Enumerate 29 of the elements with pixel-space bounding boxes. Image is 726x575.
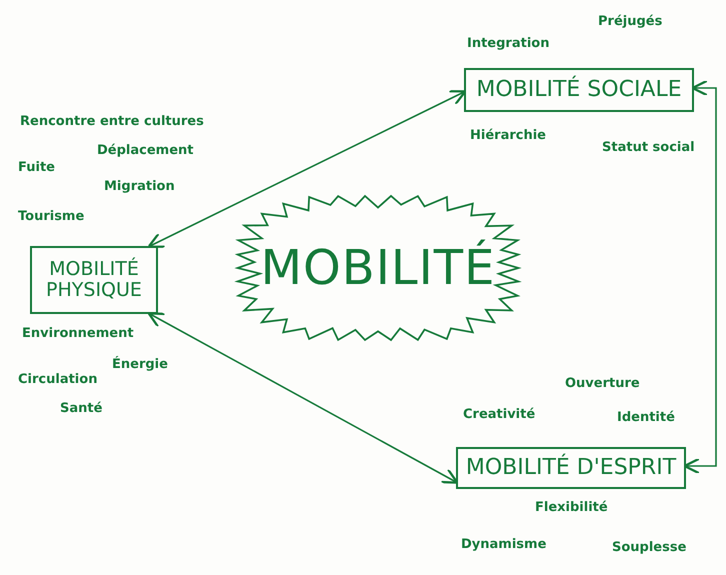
keyword: Hiérarchie bbox=[470, 128, 546, 143]
keyword: Statut social bbox=[602, 140, 695, 155]
keyword: Identité bbox=[617, 410, 675, 425]
topic-box bbox=[456, 447, 686, 489]
keyword: Creativité bbox=[463, 407, 536, 422]
keyword: Environnement bbox=[22, 326, 134, 341]
keyword: Dynamisme bbox=[461, 537, 546, 552]
keyword: Ouverture bbox=[565, 376, 640, 391]
topic-box bbox=[30, 246, 158, 314]
topic-box bbox=[464, 68, 694, 112]
keyword: Rencontre entre cultures bbox=[20, 114, 204, 129]
arrow bbox=[148, 90, 466, 248]
keyword: Énergie bbox=[112, 357, 168, 372]
keyword: Migration bbox=[104, 179, 175, 194]
arrow bbox=[683, 80, 717, 474]
keyword: Santé bbox=[60, 401, 102, 416]
keyword: Déplacement bbox=[97, 143, 194, 158]
topic-title: MOBILITÉ D'ESPRIT bbox=[466, 456, 676, 480]
keyword: Fuite bbox=[18, 160, 55, 175]
keyword: Souplesse bbox=[612, 540, 686, 555]
keyword: Tourisme bbox=[18, 209, 84, 224]
arrow bbox=[148, 312, 458, 484]
keyword: Préjugés bbox=[598, 14, 662, 29]
keyword: Integration bbox=[467, 36, 550, 51]
topic-title: MOBILITÉ bbox=[260, 242, 496, 294]
topic-title: MOBILITÉ SOCIALE bbox=[476, 78, 682, 102]
topic-title: MOBILITÉ PHYSIQUE bbox=[45, 259, 143, 301]
keyword: Circulation bbox=[18, 372, 98, 387]
keyword: Flexibilité bbox=[535, 500, 608, 515]
